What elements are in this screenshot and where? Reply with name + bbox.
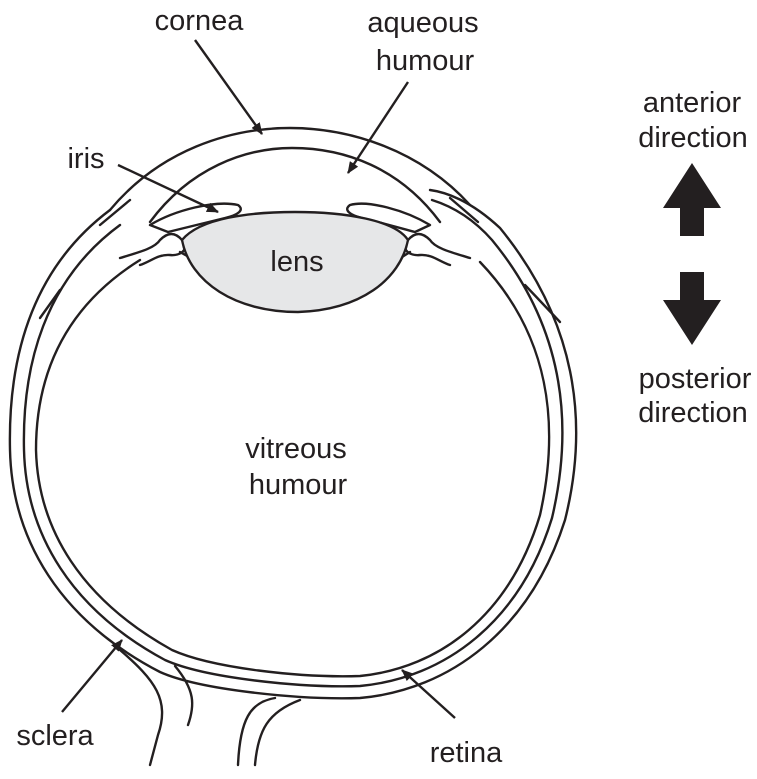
label-cornea: cornea [155, 5, 245, 37]
label-anterior-2: direction [638, 122, 748, 154]
label-anterior-1: anterior [643, 87, 742, 119]
optic-nerve-left [120, 650, 162, 765]
label-vitreous-1: vitreous [245, 433, 347, 465]
cornea-outer [110, 128, 470, 210]
ciliary-left-line [40, 290, 60, 318]
aqueous-leader [348, 82, 408, 173]
cornea-leader [195, 40, 262, 134]
label-posterior-1: posterior [639, 363, 752, 395]
ciliary-body-right [405, 234, 470, 265]
label-retina: retina [430, 737, 503, 769]
anterior-arrow-icon [663, 163, 721, 236]
label-vitreous-2: humour [249, 469, 348, 501]
sclera-leader [62, 640, 122, 712]
label-aqueous-1: aqueous [367, 7, 478, 39]
label-sclera: sclera [16, 720, 94, 752]
label-lens: lens [270, 246, 323, 278]
label-aqueous-2: humour [376, 45, 475, 77]
ciliary-body-left [120, 234, 185, 265]
optic-nerve-right-inner [255, 700, 300, 765]
retina-leader [402, 670, 455, 718]
optic-nerve-left-inner [175, 666, 192, 725]
posterior-arrow-icon [663, 272, 721, 345]
label-posterior-2: direction [638, 397, 748, 429]
label-iris: iris [67, 143, 104, 175]
